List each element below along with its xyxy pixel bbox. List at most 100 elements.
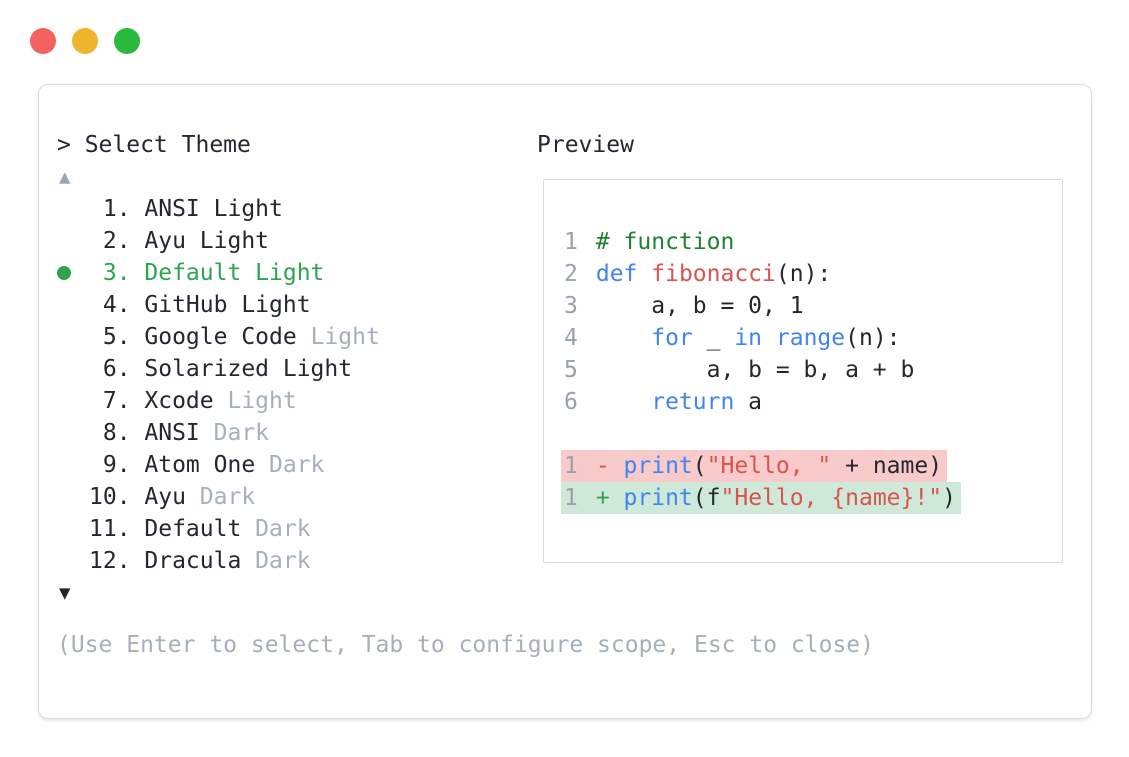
selected-indicator-column: [57, 362, 89, 376]
line-number: 3: [564, 293, 578, 319]
code-tokens: - print("Hello, " + name): [595, 453, 943, 479]
selected-indicator-column: [57, 298, 89, 312]
theme-item-number: 12.: [89, 548, 131, 574]
theme-item-name: Ayu: [144, 484, 186, 510]
code-line-content: 5 a, b = b, a + b: [561, 354, 919, 386]
theme-item-number: 10.: [89, 484, 131, 510]
code-line-content: [561, 418, 601, 450]
theme-item-name: Dracula: [144, 548, 242, 574]
theme-list-item[interactable]: 3. Default Light: [57, 257, 537, 289]
line-number: 1: [564, 453, 578, 479]
code-tokens: a, b = b, a + b: [595, 357, 915, 383]
line-number: 4: [564, 325, 578, 351]
code-tokens: # function: [595, 229, 735, 255]
code-line-content: 3 a, b = 0, 1: [561, 290, 809, 322]
theme-item-number: 1.: [89, 196, 131, 222]
theme-item-number: 7.: [89, 388, 131, 414]
preview-panel: Preview 1 # function 2 def fibonacci(n): 3 a…: [537, 129, 1067, 661]
theme-item-number: 6.: [89, 356, 131, 382]
theme-list-item[interactable]: 6. Solarized Light: [57, 353, 537, 385]
selected-indicator-column: [57, 234, 89, 248]
selected-indicator-column: [57, 554, 89, 568]
window-controls: [30, 28, 140, 54]
theme-list-item[interactable]: 5. Google Code Light: [57, 321, 537, 353]
theme-item-name: Default: [144, 516, 242, 542]
code-line: 6 return a: [564, 386, 1048, 418]
preview-code-box: 1 # function 2 def fibonacci(n): 3 a, b = 0,…: [543, 179, 1063, 563]
code-tokens: return a: [651, 389, 763, 415]
theme-list-item[interactable]: 8. ANSI Dark: [57, 417, 537, 449]
selected-indicator-column: [57, 266, 89, 280]
selected-dot-icon: [57, 266, 71, 280]
code-line: 1 + print(f"Hello, {name}!"): [561, 482, 1048, 514]
selected-indicator-column: [57, 202, 89, 216]
maximize-button[interactable]: [114, 28, 140, 54]
scroll-down-icon[interactable]: ▼: [59, 582, 71, 604]
code-line: [564, 418, 1048, 450]
theme-item-variant: Light: [199, 228, 270, 254]
theme-item-name: Google Code: [144, 324, 297, 350]
theme-item-variant: Dark: [213, 420, 270, 446]
minimize-button[interactable]: [72, 28, 98, 54]
theme-item-name: Default: [144, 260, 242, 286]
theme-item-variant: Dark: [199, 484, 256, 510]
theme-item-name: GitHub: [144, 292, 228, 318]
theme-item-number: 4.: [89, 292, 131, 318]
theme-item-name: ANSI: [144, 420, 200, 446]
theme-item-variant: Dark: [269, 452, 325, 478]
theme-item-number: 11.: [89, 516, 131, 542]
theme-item-name: Xcode: [144, 388, 214, 414]
line-number: 2: [564, 261, 578, 287]
code-line: 3 a, b = 0, 1: [564, 290, 1048, 322]
selected-indicator-column: [57, 458, 89, 472]
theme-list-item[interactable]: 9. Atom One Dark: [57, 449, 537, 481]
code-tokens: for _ in range(n):: [651, 325, 901, 351]
theme-item-variant: Light: [241, 292, 311, 318]
theme-picker-panel: > Select Theme ▲ 1. ANSI Light 2. Ayu Li…: [57, 129, 874, 661]
theme-item-number: 8.: [89, 420, 131, 446]
code-line-content: 6 return a: [561, 386, 767, 418]
line-number: 5: [564, 357, 578, 383]
line-number: 1: [564, 229, 578, 255]
theme-item-number: 5.: [89, 324, 131, 350]
theme-item-variant: Dark: [255, 516, 311, 542]
scroll-up-icon[interactable]: ▲: [59, 166, 71, 188]
selected-indicator-column: [57, 490, 89, 504]
theme-item-number: 9.: [89, 452, 131, 478]
preview-code: 1 # function 2 def fibonacci(n): 3 a, b = 0,…: [561, 226, 1048, 514]
picker-columns: > Select Theme ▲ 1. ANSI Light 2. Ayu Li…: [57, 129, 1067, 661]
theme-item-variant: Light: [213, 196, 283, 222]
theme-list-item[interactable]: 7. Xcode Light: [57, 385, 537, 417]
theme-list-item[interactable]: 4. GitHub Light: [57, 289, 537, 321]
theme-item-name: ANSI: [144, 196, 200, 222]
theme-list-item[interactable]: 1. ANSI Light: [57, 193, 537, 225]
theme-list-item[interactable]: 10. Ayu Dark: [57, 481, 537, 513]
code-line-content: 1 + print(f"Hello, {name}!"): [561, 482, 961, 514]
code-line: 2 def fibonacci(n):: [564, 258, 1048, 290]
theme-item-name: Ayu: [144, 228, 186, 254]
theme-list-item[interactable]: 12. Dracula Dark: [57, 545, 537, 577]
code-line: 1 - print("Hello, " + name): [561, 450, 1048, 482]
code-line: 1 # function: [564, 226, 1048, 258]
code-line-content: 1 - print("Hello, " + name): [561, 450, 948, 482]
theme-list-item[interactable]: 11. Default Dark: [57, 513, 537, 545]
code-line-content: 1 # function: [561, 226, 739, 258]
code-tokens: def fibonacci(n):: [595, 261, 832, 287]
theme-list-item[interactable]: 2. Ayu Light: [57, 225, 537, 257]
preview-title: Preview: [537, 132, 634, 158]
line-number: 1: [564, 485, 578, 511]
code-tokens: a, b = 0, 1: [595, 293, 804, 319]
theme-item-variant: Light: [255, 260, 325, 286]
code-line: 5 a, b = b, a + b: [564, 354, 1048, 386]
code-tokens: + print(f"Hello, {name}!"): [595, 485, 956, 511]
theme-item-name: Atom One: [144, 452, 256, 478]
selected-indicator-column: [57, 522, 89, 536]
selected-indicator-column: [57, 330, 89, 344]
theme-picker-window: > Select Theme ▲ 1. ANSI Light 2. Ayu Li…: [38, 84, 1092, 719]
selected-indicator-column: [57, 394, 89, 408]
theme-item-variant: Light: [227, 388, 297, 414]
code-line-content: 2 def fibonacci(n):: [561, 258, 836, 290]
theme-list: 1. ANSI Light 2. Ayu Light 3. Default Li…: [57, 193, 537, 577]
close-button[interactable]: [30, 28, 56, 54]
